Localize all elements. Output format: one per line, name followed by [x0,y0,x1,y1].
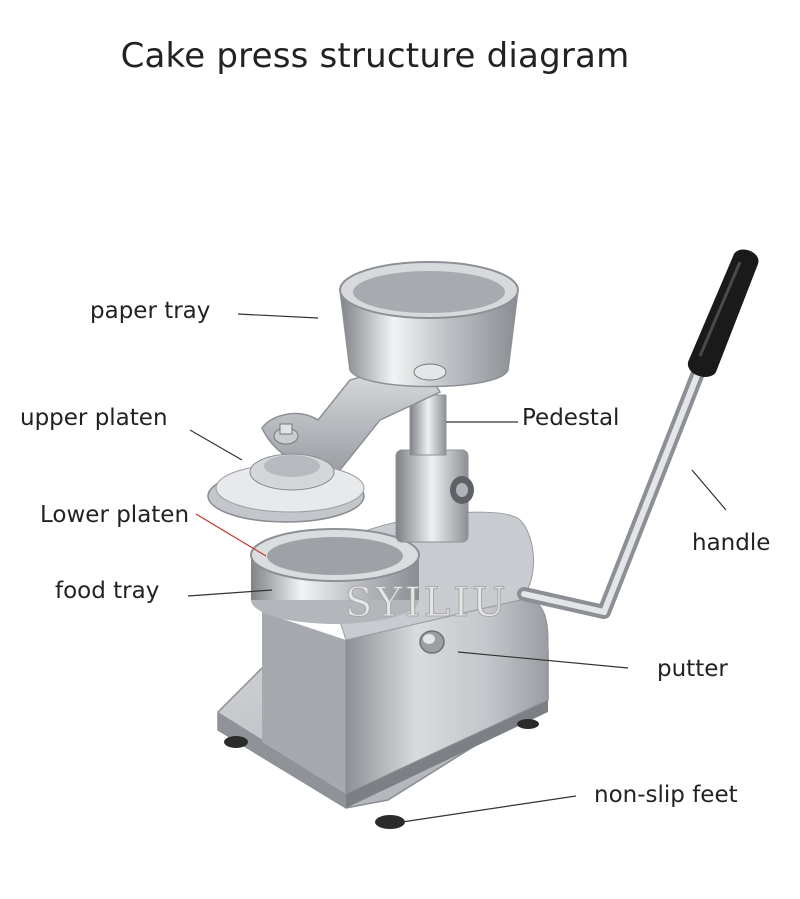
upper-platen-shape [207,453,365,523]
label-non-slip-feet: non-slip feet [594,782,738,808]
leader-paper-tray [237,313,319,319]
paper-tray-shape [339,261,519,388]
pedestal-column [395,394,474,543]
label-handle: handle [692,530,771,556]
leader-handle [691,469,727,511]
label-putter: putter [657,656,728,682]
leader-non-slip-feet [401,795,577,823]
handle-shape [517,249,759,619]
label-lower-platen: Lower platen [40,502,190,528]
non-slip-feet-shapes [224,719,539,829]
label-upper-platen: upper platen [20,405,168,431]
label-paper-tray: paper tray [90,298,211,324]
leader-lower-platen [195,513,267,557]
label-pedestal: Pedestal [522,405,620,431]
label-food-tray: food tray [55,578,160,604]
food-tray-shape [250,528,420,624]
watermark-text: SYILIU [345,580,509,626]
leader-food-tray [187,589,273,597]
leader-lines [187,313,727,823]
leader-upper-platen [189,429,243,461]
diagram-title: Cake press structure diagram [120,36,630,76]
leader-putter [457,651,629,669]
putter-knob [419,630,445,654]
